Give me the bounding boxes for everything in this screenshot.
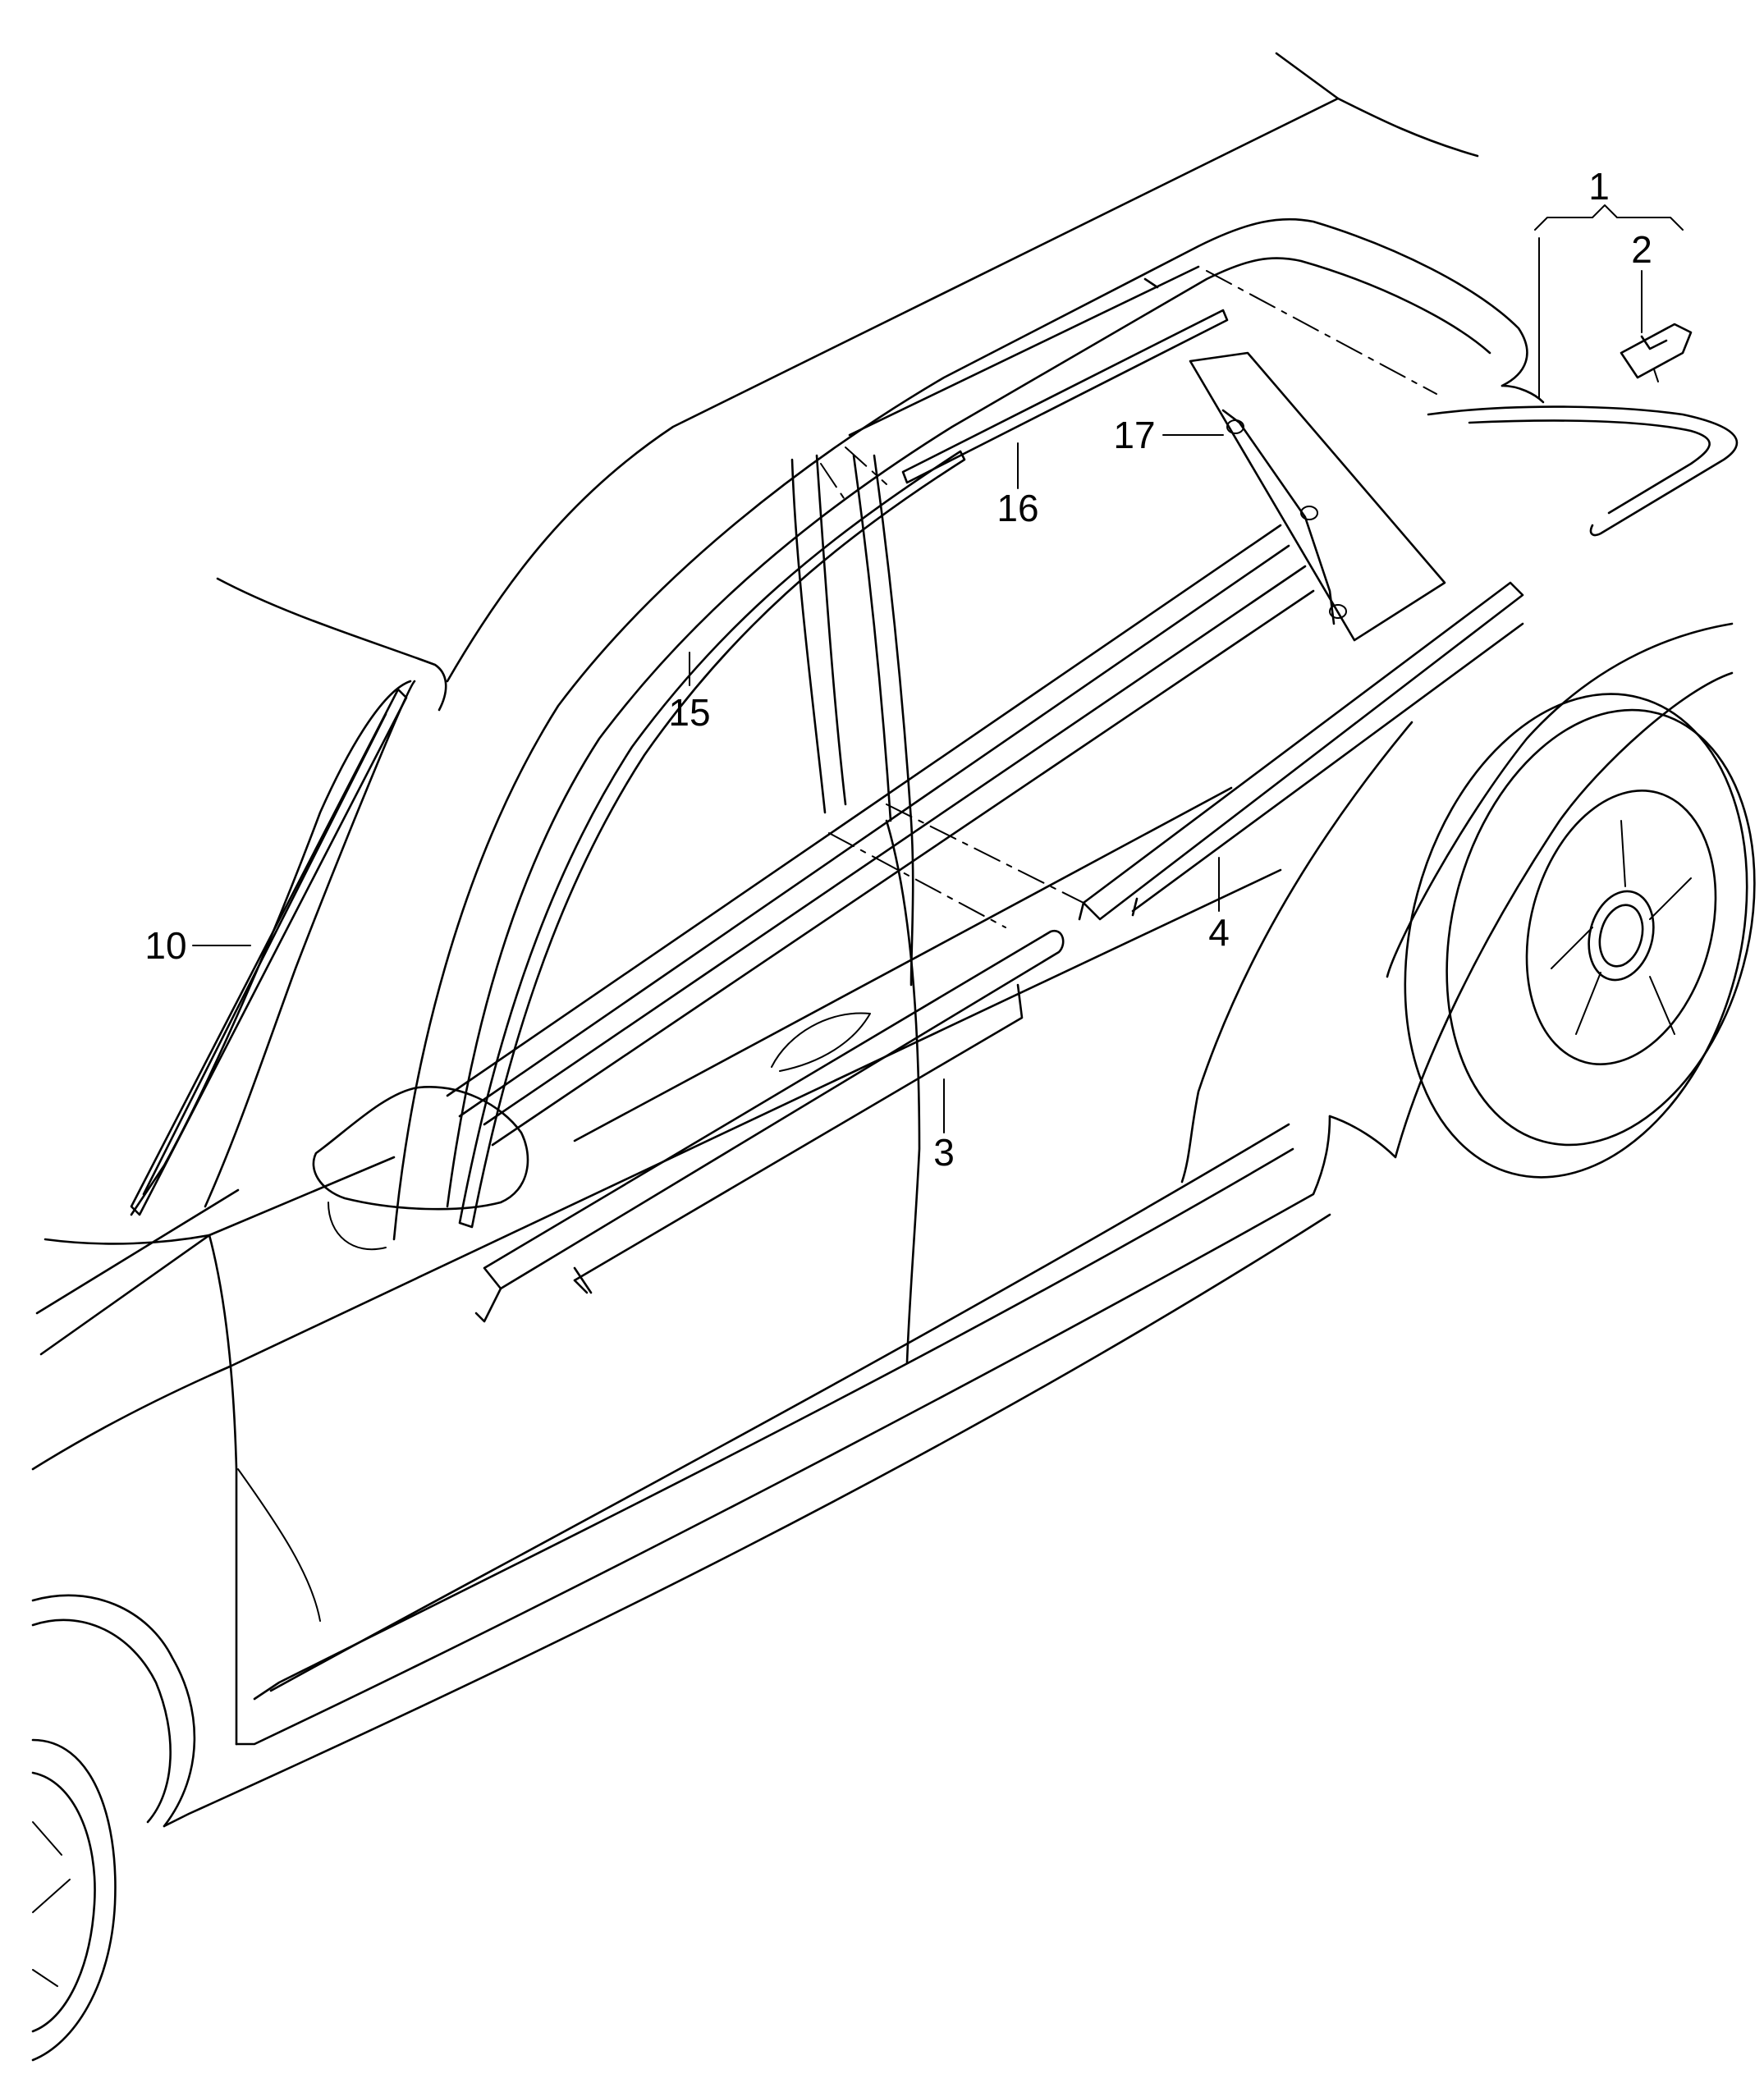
front-wheel-arch: [31, 1594, 196, 1828]
rear-door-edge: [1180, 721, 1413, 1184]
rear-window-inner: [1468, 419, 1711, 515]
part-17-quarter-trim: [1189, 351, 1446, 642]
door-front-edge: [208, 1234, 238, 1746]
callout-10: 10: [144, 924, 186, 967]
rear-deck: [1501, 384, 1545, 404]
front-wheel-arch-inner: [31, 1618, 172, 1824]
door-rear-edge: [885, 819, 921, 1364]
fender-crease: [237, 1468, 321, 1622]
rear-window: [1427, 405, 1739, 537]
window-frame-inner: [446, 257, 1491, 1208]
door-mirror: [312, 1086, 529, 1211]
mirror-base: [328, 1202, 387, 1251]
b-pillar-trim: [790, 454, 914, 987]
callout-2: 2: [1631, 228, 1652, 271]
front-bumper-line: [35, 1188, 240, 1315]
callout-15: 15: [668, 691, 710, 734]
callout-4: 4: [1208, 911, 1230, 954]
callout-16: 16: [997, 487, 1038, 529]
part-3-front-belt-moulding: [474, 929, 1065, 1323]
sill-crease: [253, 1147, 1294, 1701]
part-10-windshield-trim: [130, 688, 408, 1216]
sill-crease-2: [269, 1123, 1290, 1692]
front-wheel: [31, 1738, 117, 2062]
installation-lines: [820, 270, 1437, 928]
part-4-rear-belt-moulding: [1078, 581, 1524, 921]
hood-line: [44, 1234, 211, 1245]
callouts: 1 2 3 4 10 15 16 17: [144, 165, 1652, 1174]
part-2-clip: [1620, 323, 1693, 382]
rocker-lower: [163, 1213, 1331, 1828]
window-frame-outer: [392, 217, 1528, 1241]
roof-rear: [1275, 52, 1479, 158]
windshield-frame: [204, 680, 416, 1208]
leader-1: [1534, 204, 1684, 231]
door-handle: [771, 1012, 871, 1072]
part-16-roof-strip: [848, 265, 1229, 484]
car-body: [31, 52, 1739, 1828]
callout-3: 3: [933, 1131, 955, 1174]
rear-wheel: [1404, 693, 1756, 1179]
roof-line: [446, 97, 1340, 683]
rocker-panel: [235, 1115, 1331, 1746]
character-line: [573, 786, 1233, 1142]
windshield-top: [216, 577, 447, 712]
callout-1: 1: [1588, 165, 1610, 208]
callout-17: 17: [1113, 414, 1155, 456]
leader-lines: [192, 204, 1684, 1133]
fender-line: [39, 1156, 396, 1356]
rear-quarter: [1386, 622, 1734, 978]
front-panel: [31, 868, 1282, 1471]
belt-line-strips: [446, 524, 1315, 1147]
rear-fender: [1328, 671, 1734, 1159]
